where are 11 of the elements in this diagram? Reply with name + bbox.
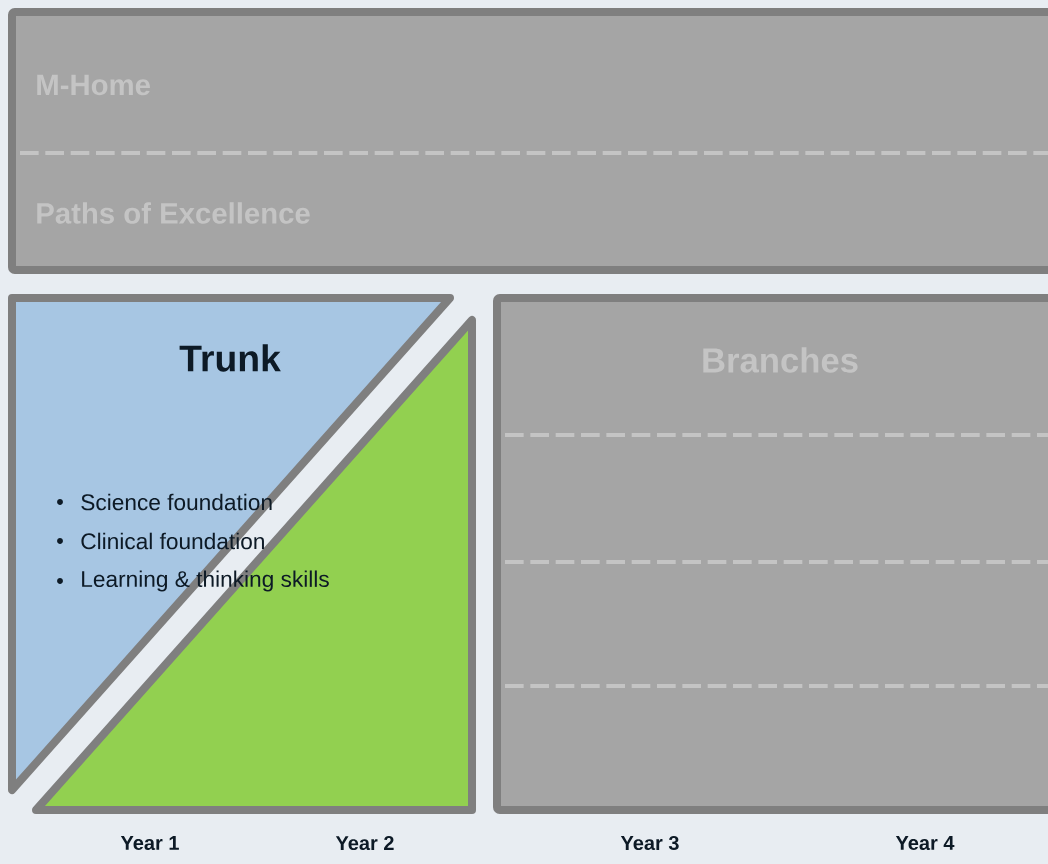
axis-label: Year 4 (895, 836, 955, 850)
panel-heading: Trunk (179, 344, 281, 372)
bullet-item: Science foundation (57, 493, 272, 511)
panel (493, 294, 1048, 814)
panel (8, 8, 1048, 274)
triangle-panel (8, 294, 454, 794)
axis-label: Year 2 (335, 835, 394, 851)
bullet-item: Clinical foundation (57, 532, 264, 550)
axis-label: Year 3 (620, 835, 679, 851)
triangle-panel (32, 316, 476, 814)
axis-label: Year 1 (120, 836, 179, 850)
